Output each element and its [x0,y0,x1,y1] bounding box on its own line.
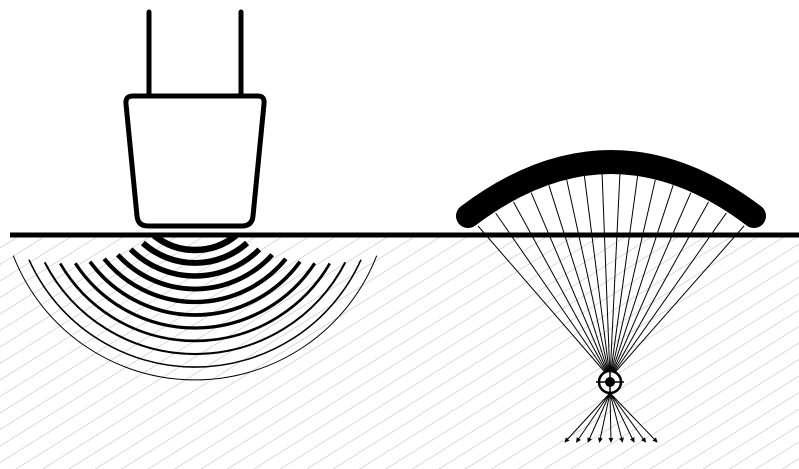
beam-ray-16 [609,225,745,379]
beam-ray-11 [609,179,656,379]
probe-body [123,93,267,229]
wave-front-10 [28,259,362,368]
tissue-medium [0,235,799,469]
diverging-arrow-4 [597,392,611,443]
beam-ray-1 [477,225,611,379]
diverging-arrow-6 [609,392,624,443]
curved-array-body [456,150,766,228]
diverging-beam-arrows [564,392,658,443]
wave-front-2 [140,240,250,266]
wave-front-8 [59,262,331,343]
beam-ray-2 [495,212,611,379]
beam-ray-14 [609,201,709,379]
beam-ray-10 [609,176,639,379]
diverging-arrow-1 [564,392,611,443]
beam-ray-5 [548,185,611,379]
beam-ray-15 [609,212,727,379]
curved-array-transducer-icon [456,150,766,228]
diverging-arrow-7 [609,392,635,443]
beam-ray-13 [609,192,692,379]
diverging-arrow-8 [609,392,646,443]
converging-beam-rays [477,174,745,379]
focal-point-target-icon [596,368,624,396]
beam-ray-12 [609,185,674,379]
wave-front-4 [116,253,274,292]
beam-ray-4 [530,192,611,379]
diverging-wave-fronts [12,232,378,381]
beam-ray-3 [513,201,611,379]
diverging-arrow-9 [609,392,658,443]
diverging-arrow-2 [576,392,611,443]
beam-ray-6 [566,179,611,379]
wave-front-11 [12,255,378,381]
wave-front-1 [152,232,238,254]
beam-ray-8 [601,174,611,379]
wave-front-5 [102,257,288,305]
wave-front-9 [43,261,347,355]
diverging-arrow-5 [608,392,614,443]
beam-ray-9 [609,174,621,379]
wave-front-7 [73,262,317,330]
wave-front-3 [128,247,262,279]
beam-ray-7 [583,176,611,379]
wave-front-6 [88,260,302,317]
diverging-arrow-3 [587,392,611,443]
ultrasound-probe-icon [123,9,267,229]
